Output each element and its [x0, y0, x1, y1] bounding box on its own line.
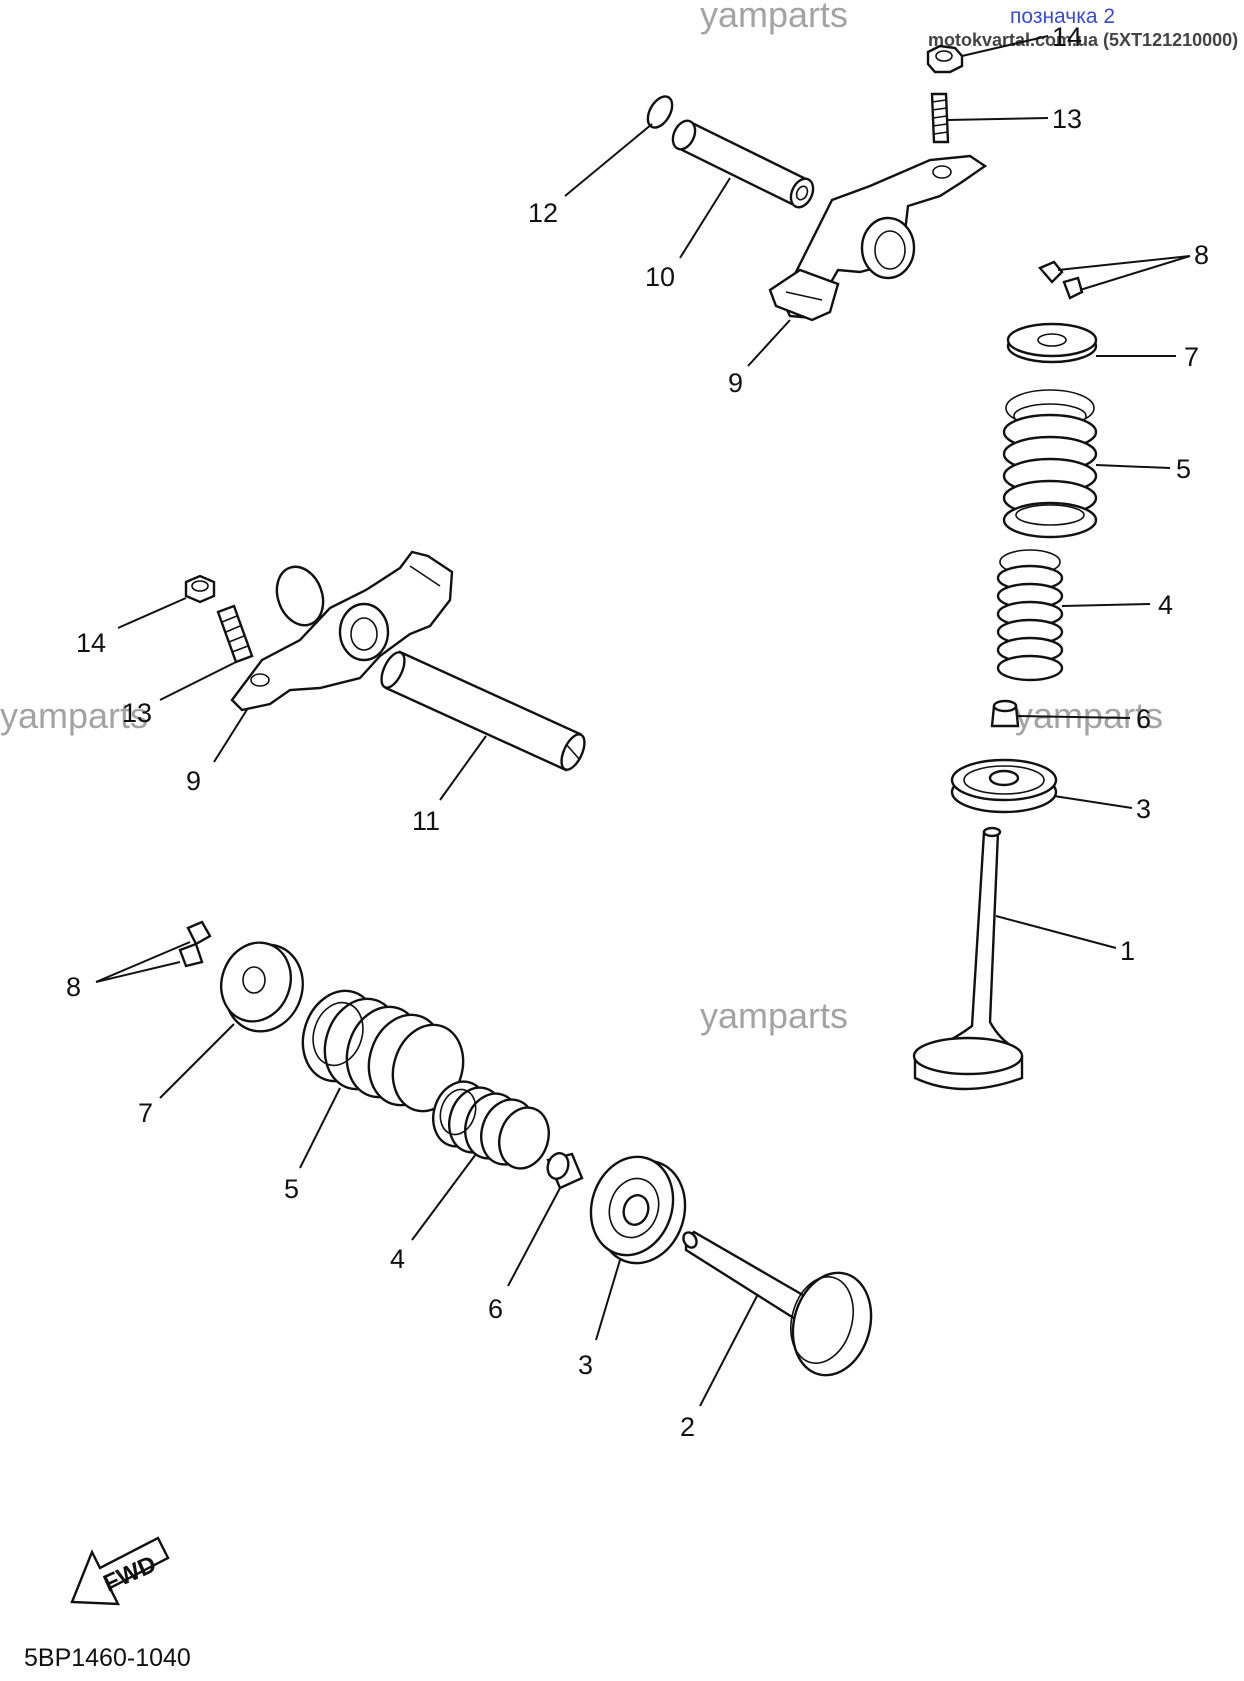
callout-line-2 — [699, 1293, 759, 1407]
lower-rocker-shaft — [380, 650, 586, 772]
callout-7-lower: 7 — [138, 1098, 153, 1128]
callout-line-14-lower — [117, 597, 187, 629]
callout-line-3-upper — [1053, 795, 1133, 809]
callout-line-5-upper — [1095, 464, 1171, 469]
callout-4-lower: 4 — [390, 1244, 405, 1274]
upper-spring-seat — [950, 758, 1058, 814]
callout-line-6-upper — [1017, 715, 1131, 719]
callout-13-lower: 13 — [122, 698, 152, 728]
callout-line-13-lower — [159, 661, 237, 701]
watermark-left: yamparts — [0, 695, 148, 736]
source-text: motokvartal.com.ua (5XT121210000) — [928, 30, 1238, 50]
lower-valve-cotter — [178, 920, 212, 968]
callout-line-14-upper — [961, 35, 1049, 57]
callout-6-lower: 6 — [488, 1294, 503, 1324]
callout-line-3-lower — [595, 1259, 621, 1341]
upper-outer-spring — [1002, 389, 1098, 539]
watermark-center: yamparts — [700, 995, 848, 1036]
lower-rocker-nut — [184, 574, 216, 604]
upper-stem-seal — [990, 699, 1020, 728]
fwd-arrow-icon: FWD — [70, 1536, 170, 1606]
callout-line-8a-lower — [95, 941, 191, 983]
callout-1: 1 — [1120, 936, 1135, 966]
callout-line-9-lower — [213, 707, 249, 763]
callout-12: 12 — [528, 198, 558, 228]
lower-rocker-arm — [230, 550, 454, 712]
callout-9-upper: 9 — [728, 368, 743, 398]
callout-line-1 — [995, 915, 1117, 949]
callout-10: 10 — [645, 262, 675, 292]
intake-valve — [682, 1230, 873, 1377]
callout-8-upper: 8 — [1194, 240, 1209, 270]
lower-valve-retainer — [220, 941, 304, 1033]
callout-line-13-upper — [947, 117, 1049, 121]
callout-line-4-upper — [1061, 603, 1151, 607]
upper-inner-spring — [996, 549, 1064, 682]
upper-rocker-nut — [926, 44, 964, 74]
callout-line-4-lower — [411, 1153, 477, 1241]
callout-4-upper: 4 — [1158, 590, 1173, 620]
callout-7-upper: 7 — [1184, 342, 1199, 372]
upper-rocker-screw — [930, 92, 950, 144]
callout-line-6-lower — [507, 1187, 561, 1287]
upper-rocker-shaft — [671, 119, 815, 209]
upper-rocker-arm — [768, 154, 988, 322]
diagram-code: 5BP1460-1040 — [24, 1644, 191, 1672]
lower-inner-spring — [432, 1080, 550, 1170]
callout-line-8a-upper — [1057, 255, 1191, 271]
callout-line-5-lower — [299, 1087, 341, 1169]
callout-line-8b-upper — [1079, 255, 1191, 291]
callout-3-upper: 3 — [1136, 794, 1151, 824]
upper-valve-cotter — [1038, 260, 1084, 300]
callout-5-upper: 5 — [1176, 454, 1191, 484]
callout-13-upper: 13 — [1052, 104, 1082, 134]
callout-5-lower: 5 — [284, 1174, 299, 1204]
callout-6-upper: 6 — [1136, 704, 1151, 734]
upper-valve-retainer — [1006, 322, 1098, 364]
callout-line-12 — [564, 123, 653, 197]
upper-oring — [646, 95, 674, 129]
mark-label: позначка 2 — [1010, 5, 1115, 28]
callout-14-lower: 14 — [76, 628, 106, 658]
callout-2: 2 — [680, 1412, 695, 1442]
callout-line-11 — [439, 735, 487, 801]
lower-stem-seal — [546, 1152, 584, 1190]
callout-line-10 — [679, 177, 731, 259]
callout-14-upper: 14 — [1052, 22, 1082, 52]
callout-line-9-upper — [747, 319, 791, 367]
callout-line-8b-lower — [95, 961, 181, 983]
lower-spring-seat — [589, 1155, 687, 1265]
watermark-top: yamparts — [700, 0, 848, 35]
lower-outer-spring — [301, 989, 465, 1113]
callout-line-7-lower — [159, 1023, 235, 1099]
callout-11: 11 — [412, 806, 440, 836]
callout-9-lower: 9 — [186, 766, 201, 796]
lower-rocker-screw — [216, 604, 254, 664]
callout-8-lower: 8 — [66, 972, 81, 1002]
exhaust-valve — [912, 826, 1024, 1091]
callout-3-lower: 3 — [578, 1350, 593, 1380]
